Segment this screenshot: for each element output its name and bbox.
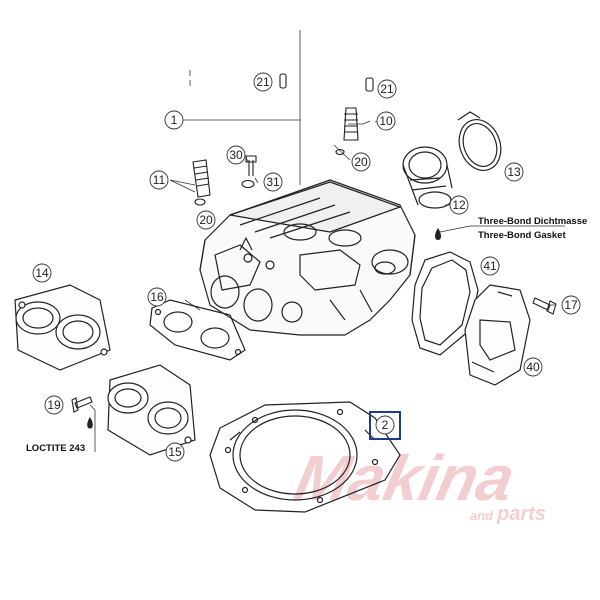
hose-clamp <box>457 111 502 171</box>
intake-flange-14 <box>14 284 111 371</box>
callout-10: 10 <box>376 111 396 131</box>
intake-boot <box>402 146 453 209</box>
svg-text:2: 2 <box>382 418 389 432</box>
svg-text:13: 13 <box>507 165 521 179</box>
callout-40: 40 <box>523 357 543 377</box>
callout-41: 41 <box>480 256 500 276</box>
callout-15: 15 <box>165 442 185 462</box>
callout-20-top: 20 <box>351 152 371 172</box>
svg-text:41: 41 <box>483 259 497 273</box>
callout-17: 17 <box>561 295 581 315</box>
bolt-19 <box>71 396 93 429</box>
highlight-box <box>369 411 401 440</box>
cylinder-head <box>199 179 416 336</box>
cover-40 <box>464 284 531 386</box>
callout-21-right: 21 <box>377 79 397 99</box>
note-threebond-de: Three-Bond Dichtmasse <box>478 216 587 227</box>
svg-text:31: 31 <box>266 175 280 189</box>
svg-text:16: 16 <box>150 290 164 304</box>
svg-text:20: 20 <box>354 155 368 169</box>
valve-parts <box>192 73 374 206</box>
watermark-brand: Makina <box>289 442 521 514</box>
callout-2-highlighted[interactable]: 2 <box>369 411 401 440</box>
svg-text:14: 14 <box>35 266 49 280</box>
svg-text:30: 30 <box>229 148 243 162</box>
callout-1: 1 <box>164 110 184 130</box>
callout-11: 11 <box>149 170 169 190</box>
callout-21-left: 21 <box>253 72 273 92</box>
bolt-17 <box>532 297 557 315</box>
sealant-drop-top <box>435 228 441 240</box>
callout-30: 30 <box>226 145 246 165</box>
svg-text:10: 10 <box>379 114 393 128</box>
svg-text:21: 21 <box>380 82 394 96</box>
watermark-logo: Makina and parts <box>289 442 546 525</box>
svg-text:12: 12 <box>452 198 466 212</box>
svg-text:15: 15 <box>168 445 182 459</box>
watermark-sub-prefix: and <box>470 508 494 523</box>
callout-31: 31 <box>263 172 283 192</box>
callout-19: 19 <box>44 395 64 415</box>
callout-20-bottom: 20 <box>196 210 216 230</box>
intake-flange-15 <box>107 364 196 456</box>
watermark-sub-main: parts <box>496 503 546 525</box>
note-loctite: LOCTITE 243 <box>26 443 85 454</box>
annotation-notes: Three-Bond Dichtmasse Three-Bond Gasket … <box>26 216 587 454</box>
svg-text:1: 1 <box>171 113 178 127</box>
svg-text:40: 40 <box>526 360 540 374</box>
callout-16: 16 <box>147 287 167 307</box>
svg-text:19: 19 <box>47 398 61 412</box>
note-threebond-en: Three-Bond Gasket <box>478 230 566 241</box>
callout-14: 14 <box>32 263 52 283</box>
gasket-41 <box>411 251 479 356</box>
svg-text:21: 21 <box>256 75 270 89</box>
callouts: 21 21 1 10 30 20 13 11 31 12 20 41 14 16… <box>32 72 581 462</box>
svg-text:20: 20 <box>199 213 213 227</box>
callout-12: 12 <box>449 195 469 215</box>
callout-13: 13 <box>504 162 524 182</box>
svg-text:11: 11 <box>153 173 166 187</box>
gasket-16 <box>149 299 246 361</box>
svg-text:17: 17 <box>564 298 578 312</box>
